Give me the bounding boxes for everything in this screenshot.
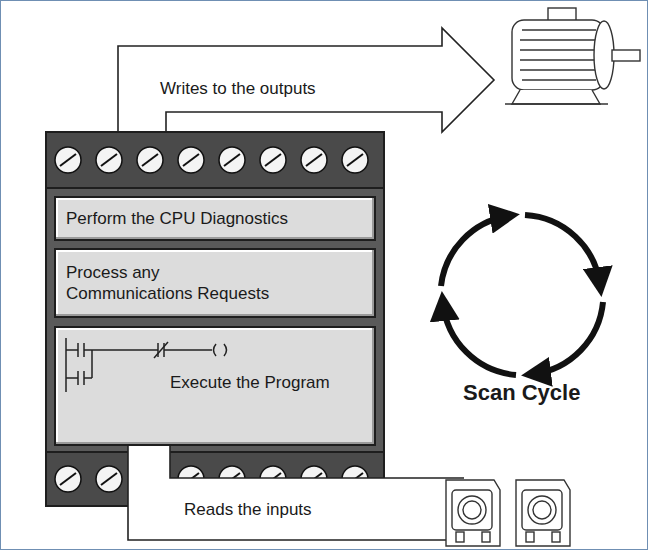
process-band: Process any Communications Requests — [54, 248, 376, 318]
arrow-label: Reads the inputs — [184, 499, 312, 520]
process-band: Perform the CPU Diagnostics — [54, 196, 376, 241]
program-band: Execute the Program — [54, 326, 376, 446]
cycle-title: Scan Cycle — [463, 382, 580, 403]
band-text: Execute the Program — [170, 372, 364, 393]
plc-housing — [46, 132, 384, 506]
motor-illustration — [505, 8, 640, 104]
band-text: Perform the CPU Diagnostics — [66, 208, 364, 229]
pushbutton-illustration — [446, 480, 570, 546]
arrow-label: Writes to the outputs — [160, 78, 316, 99]
scan-cycle-ring — [441, 215, 603, 375]
band-text: Process any Communications Requests — [66, 262, 284, 304]
